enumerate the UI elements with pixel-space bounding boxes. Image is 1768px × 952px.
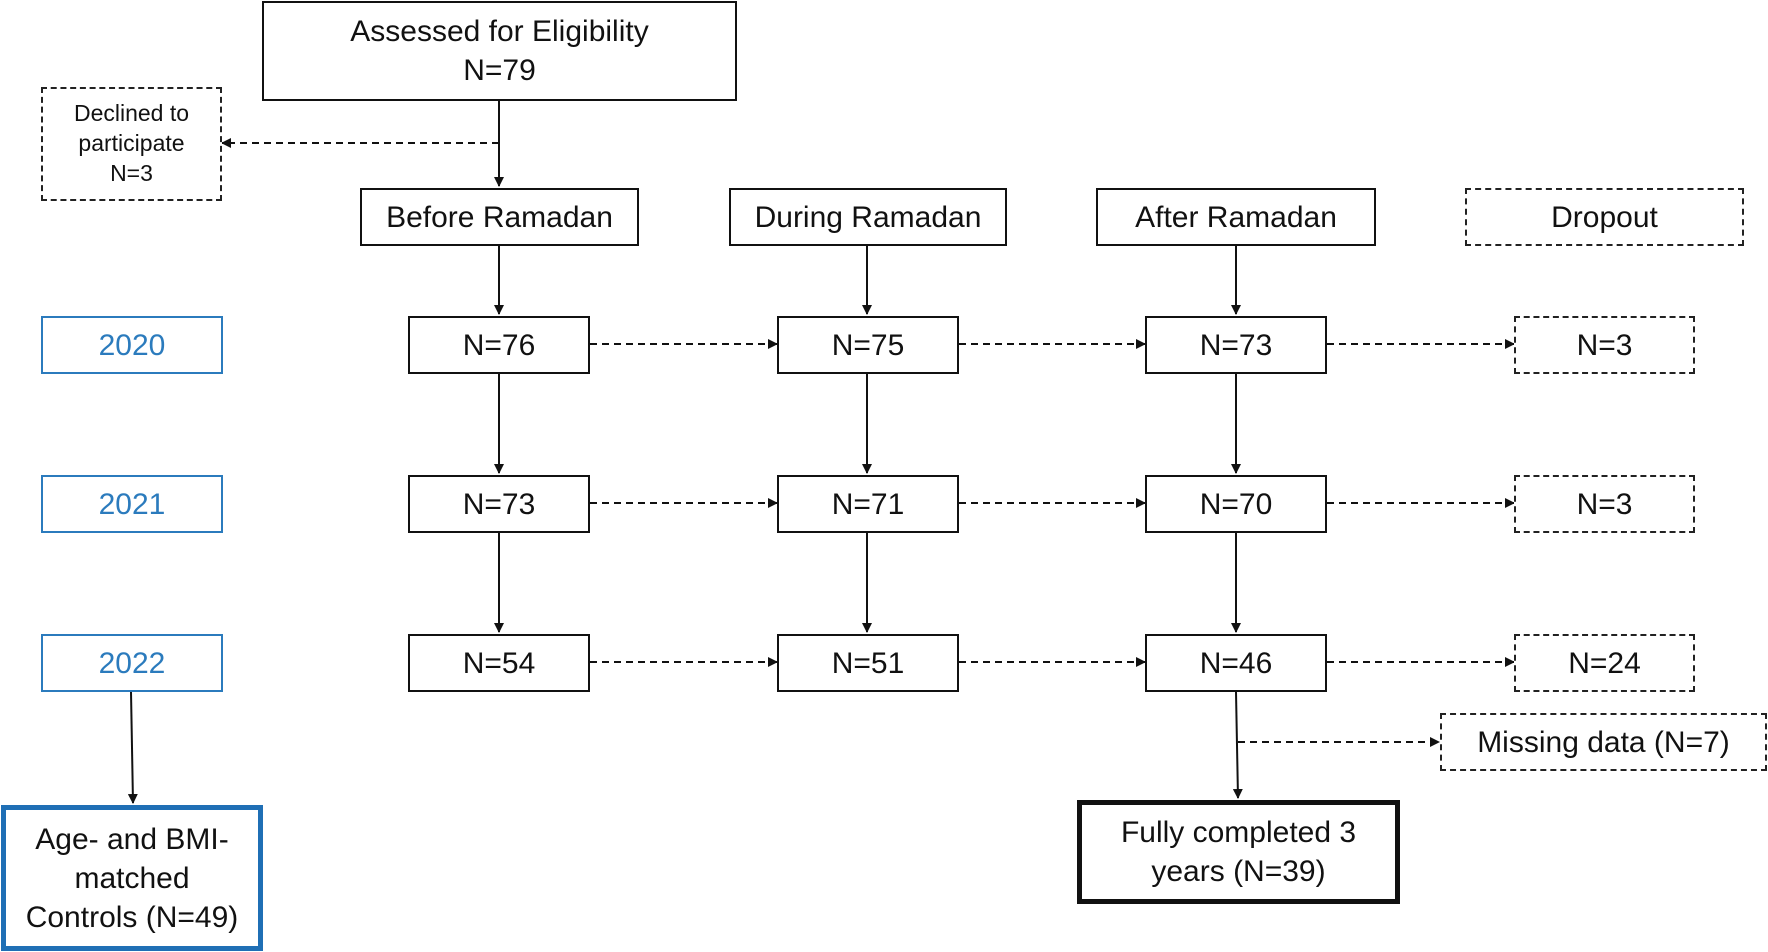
- header-before-ramadan: Before Ramadan: [360, 188, 639, 246]
- cell-2021-after: N=70: [1145, 475, 1327, 533]
- cell-2020-dropout-value: N=3: [1576, 328, 1633, 362]
- cell-2020-before: N=76: [408, 316, 590, 374]
- controls-box: Age- and BMI- matched Controls (N=49): [1, 805, 263, 951]
- controls-line2: matched: [74, 861, 190, 895]
- header-dropout-label: Dropout: [1551, 200, 1658, 234]
- cell-2022-before-value: N=54: [462, 646, 536, 680]
- declined-line2: participate: [78, 130, 185, 157]
- cell-2021-during: N=71: [777, 475, 959, 533]
- year-2021: 2021: [41, 475, 223, 533]
- cell-2022-before: N=54: [408, 634, 590, 692]
- cell-2020-before-value: N=76: [462, 328, 536, 362]
- cell-2020-after: N=73: [1145, 316, 1327, 374]
- header-before-label: Before Ramadan: [386, 200, 613, 234]
- arrow-to-completed: [1232, 691, 1243, 799]
- header-after-ramadan: After Ramadan: [1096, 188, 1376, 246]
- cell-2022-during: N=51: [777, 634, 959, 692]
- assessed-title: Assessed for Eligibility: [350, 15, 649, 48]
- cell-2021-dropout: N=3: [1514, 475, 1695, 533]
- cell-2020-after-value: N=73: [1199, 328, 1273, 362]
- assessed-count: N=79: [463, 54, 536, 87]
- year-2022-label: 2022: [98, 646, 166, 680]
- cell-2022-dropout: N=24: [1514, 634, 1695, 692]
- cell-2022-after-value: N=46: [1199, 646, 1273, 680]
- declined-line1: Declined to: [73, 100, 190, 127]
- cell-2020-during-value: N=75: [831, 328, 905, 362]
- header-during-ramadan: During Ramadan: [729, 188, 1007, 246]
- controls-line3: Controls (N=49): [25, 900, 239, 934]
- controls-line1: Age- and BMI-: [35, 822, 229, 856]
- missing-data-box: Missing data (N=7): [1440, 713, 1767, 771]
- missing-data-label: Missing data (N=7): [1477, 725, 1730, 759]
- year-2022: 2022: [41, 634, 223, 692]
- header-after-label: After Ramadan: [1135, 200, 1337, 234]
- arrow-to-controls: [127, 691, 138, 804]
- cell-2021-before-value: N=73: [462, 487, 536, 521]
- cell-2020-dropout: N=3: [1514, 316, 1695, 374]
- year-2020-label: 2020: [98, 328, 166, 362]
- cell-2021-dropout-value: N=3: [1576, 487, 1633, 521]
- cell-2021-during-value: N=71: [831, 487, 905, 521]
- cell-2022-after: N=46: [1145, 634, 1327, 692]
- completed-line1: Fully completed 3: [1120, 816, 1357, 849]
- header-during-label: During Ramadan: [754, 200, 982, 234]
- cell-2021-after-value: N=70: [1199, 487, 1273, 521]
- declined-line3: N=3: [110, 159, 153, 186]
- cell-2021-before: N=73: [408, 475, 590, 533]
- year-2021-label: 2021: [98, 487, 166, 521]
- header-dropout: Dropout: [1465, 188, 1744, 246]
- declined-box: Declined to participate N=3: [41, 87, 222, 201]
- year-2020: 2020: [41, 316, 223, 374]
- assessed-box: Assessed for Eligibility N=79: [262, 1, 737, 101]
- cell-2020-during: N=75: [777, 316, 959, 374]
- cell-2022-dropout-value: N=24: [1568, 646, 1641, 680]
- completed-line2: years (N=39): [1151, 855, 1326, 888]
- cell-2022-during-value: N=51: [831, 646, 905, 680]
- completed-box: Fully completed 3 years (N=39): [1077, 800, 1400, 904]
